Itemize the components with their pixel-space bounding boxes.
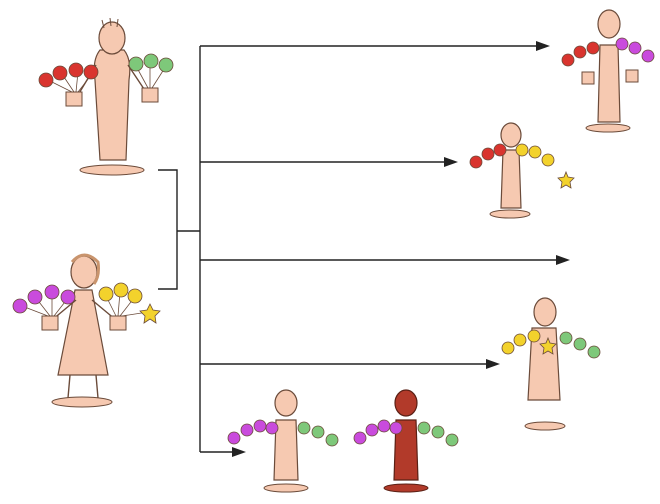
offspring-arrows (200, 41, 570, 457)
child-5-figure (228, 390, 338, 492)
father-figure (39, 18, 173, 175)
child-4-figure (502, 298, 600, 430)
child-2-figure (470, 123, 574, 218)
mother-right-bouquet (99, 283, 160, 323)
mother-left-bouquet (13, 285, 75, 316)
parent-bracket (158, 170, 200, 289)
father-right-bouquet (129, 54, 173, 88)
father-left-bouquet (39, 63, 98, 92)
child-6-figure (354, 390, 458, 492)
mother-figure (13, 255, 160, 407)
child-1-figure (562, 10, 654, 132)
